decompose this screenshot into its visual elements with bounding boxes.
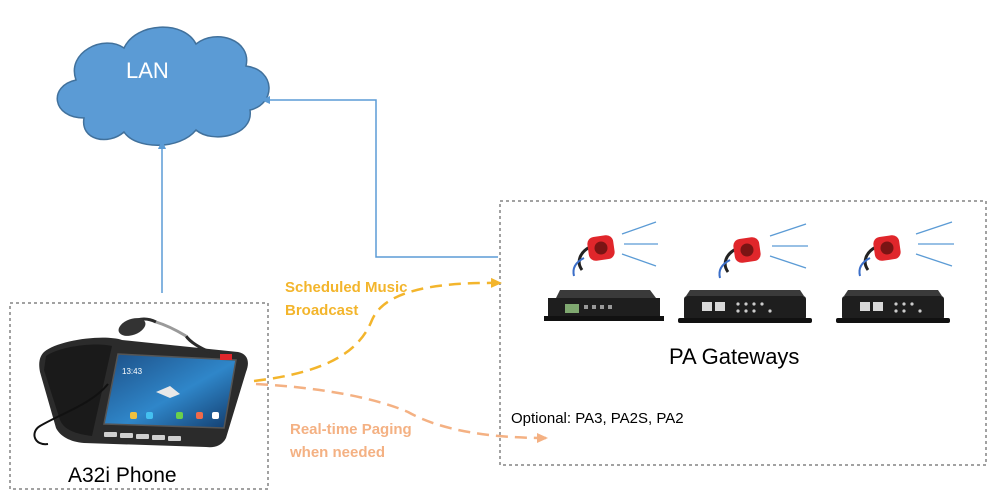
cloud-icon [56, 26, 270, 146]
gateway-device-icon [836, 290, 950, 323]
realtime-paging-line2: when needed [290, 444, 386, 461]
scheduled-broadcast-label: Scheduled Music Broadcast [285, 276, 408, 322]
speaker-icon [718, 237, 761, 279]
realtime-paging-line1: Real-time Paging [290, 421, 412, 438]
speaker-icon [858, 235, 901, 277]
speaker-icon [572, 235, 615, 277]
gateway-device-icon [678, 290, 812, 323]
sound-wave-icon [915, 221, 954, 267]
sound-wave-icon [621, 221, 658, 267]
phone-box [9, 302, 269, 490]
gateways-to-lan-link [261, 96, 498, 258]
scheduled-broadcast-line2: Broadcast [285, 302, 359, 319]
optional-models-label: Optional: PA3, PA2S, PA2 [511, 410, 684, 427]
svg-text:13:43: 13:43 [122, 367, 143, 376]
cloud-label: LAN [126, 58, 169, 83]
realtime-paging-label: Real-time Paging when needed [290, 418, 412, 464]
scheduled-broadcast-arrow [253, 277, 502, 383]
desk-phone-icon: 13:43 [33, 317, 248, 448]
scheduled-broadcast-line1: Scheduled Music [285, 279, 408, 296]
gateways-box [499, 200, 987, 466]
gateways-label: PA Gateways [669, 344, 800, 369]
lan-links [158, 96, 498, 293]
phone-label: A32i Phone [68, 464, 177, 487]
realtime-paging-arrow [255, 382, 548, 443]
sound-wave-icon [769, 223, 808, 269]
gateway-device-icon [544, 290, 664, 321]
